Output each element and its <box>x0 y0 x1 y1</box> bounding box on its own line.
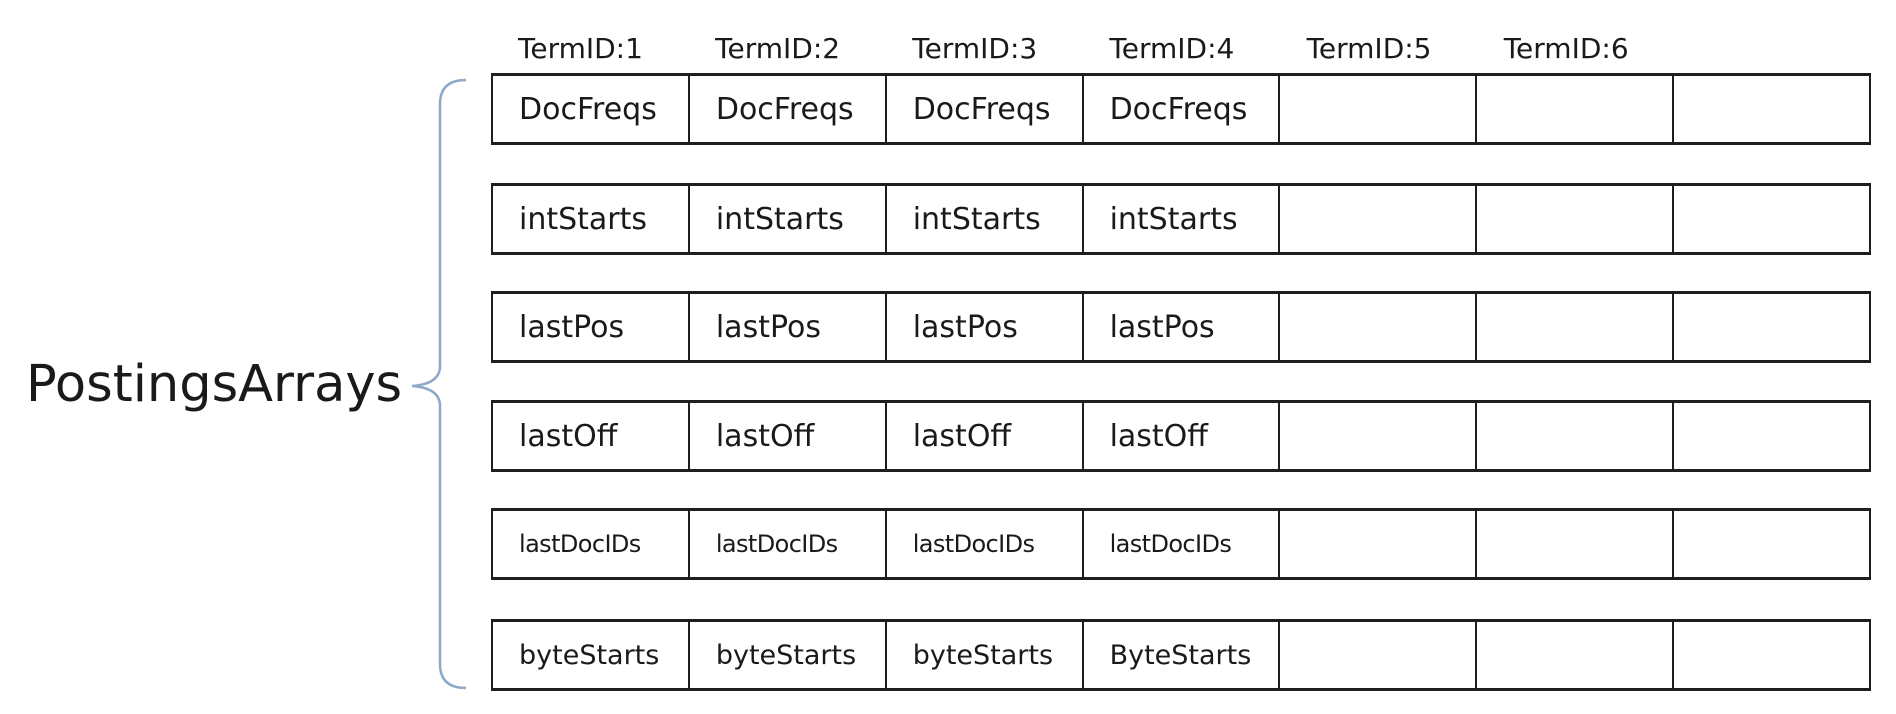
array-cell: lastOff <box>1084 403 1281 469</box>
array-cell: intStarts <box>690 186 887 252</box>
array-cell: byteStarts <box>690 622 887 688</box>
array-cell <box>1674 294 1871 360</box>
array-cell <box>1280 622 1478 688</box>
array-cell: lastOff <box>690 403 887 469</box>
array-cell: intStarts <box>493 186 690 252</box>
array-cell <box>1280 76 1478 142</box>
array-cell: intStarts <box>887 186 1084 252</box>
array-cell <box>1477 511 1675 577</box>
array-cell <box>1280 294 1478 360</box>
term-id-header: TermID:1 TermID:2 TermID:3 TermID:4 Term… <box>491 26 1871 71</box>
array-cell: lastDocIDs <box>1084 511 1281 577</box>
array-cell <box>1280 186 1478 252</box>
array-cell <box>1477 403 1675 469</box>
array-cell <box>1280 403 1478 469</box>
array-cell <box>1674 511 1871 577</box>
array-cell: lastPos <box>690 294 887 360</box>
array-cell <box>1674 403 1871 469</box>
array-cell: lastPos <box>1084 294 1281 360</box>
header-term-3: TermID:3 <box>912 32 1038 65</box>
array-cell <box>1674 186 1871 252</box>
array-cell <box>1674 76 1871 142</box>
array-cell <box>1477 294 1675 360</box>
array-cell <box>1477 76 1675 142</box>
array-cell: intStarts <box>1084 186 1281 252</box>
array-row-lastdocids: lastDocIDs lastDocIDs lastDocIDs lastDoc… <box>491 508 1871 580</box>
header-term-4: TermID:4 <box>1109 32 1235 65</box>
array-cell: lastDocIDs <box>690 511 887 577</box>
array-row-docfreqs: DocFreqs DocFreqs DocFreqs DocFreqs <box>491 73 1871 145</box>
array-row-lastpos: lastPos lastPos lastPos lastPos <box>491 291 1871 363</box>
array-cell: lastDocIDs <box>887 511 1084 577</box>
header-term-1: TermID:1 <box>518 32 643 65</box>
array-cell: DocFreqs <box>1084 76 1281 142</box>
array-cell: lastPos <box>887 294 1084 360</box>
array-row-bytestarts: byteStarts byteStarts byteStarts ByteSta… <box>491 619 1871 691</box>
brace-path <box>411 78 467 690</box>
array-cell: lastOff <box>493 403 690 469</box>
array-cell <box>1674 622 1871 688</box>
array-cell: DocFreqs <box>690 76 887 142</box>
array-cell: byteStarts <box>493 622 690 688</box>
header-term-7 <box>1674 26 1871 71</box>
header-term-2: TermID:2 <box>715 32 841 65</box>
array-cell: DocFreqs <box>493 76 690 142</box>
array-cell <box>1477 186 1675 252</box>
array-cell: lastPos <box>493 294 690 360</box>
array-cell: byteStarts <box>887 622 1084 688</box>
array-cell: lastDocIDs <box>493 511 690 577</box>
array-cell <box>1477 622 1675 688</box>
postings-arrays-label: PostingsArrays <box>26 355 403 414</box>
array-cell: ByteStarts <box>1084 622 1281 688</box>
array-cell <box>1280 511 1478 577</box>
array-cell: lastOff <box>887 403 1084 469</box>
array-row-lastoff: lastOff lastOff lastOff lastOff <box>491 400 1871 472</box>
header-term-6: TermID:6 <box>1503 32 1629 65</box>
array-row-intstarts: intStarts intStarts intStarts intStarts <box>491 183 1871 255</box>
header-term-5: TermID:5 <box>1306 32 1432 65</box>
array-cell: DocFreqs <box>887 76 1084 142</box>
